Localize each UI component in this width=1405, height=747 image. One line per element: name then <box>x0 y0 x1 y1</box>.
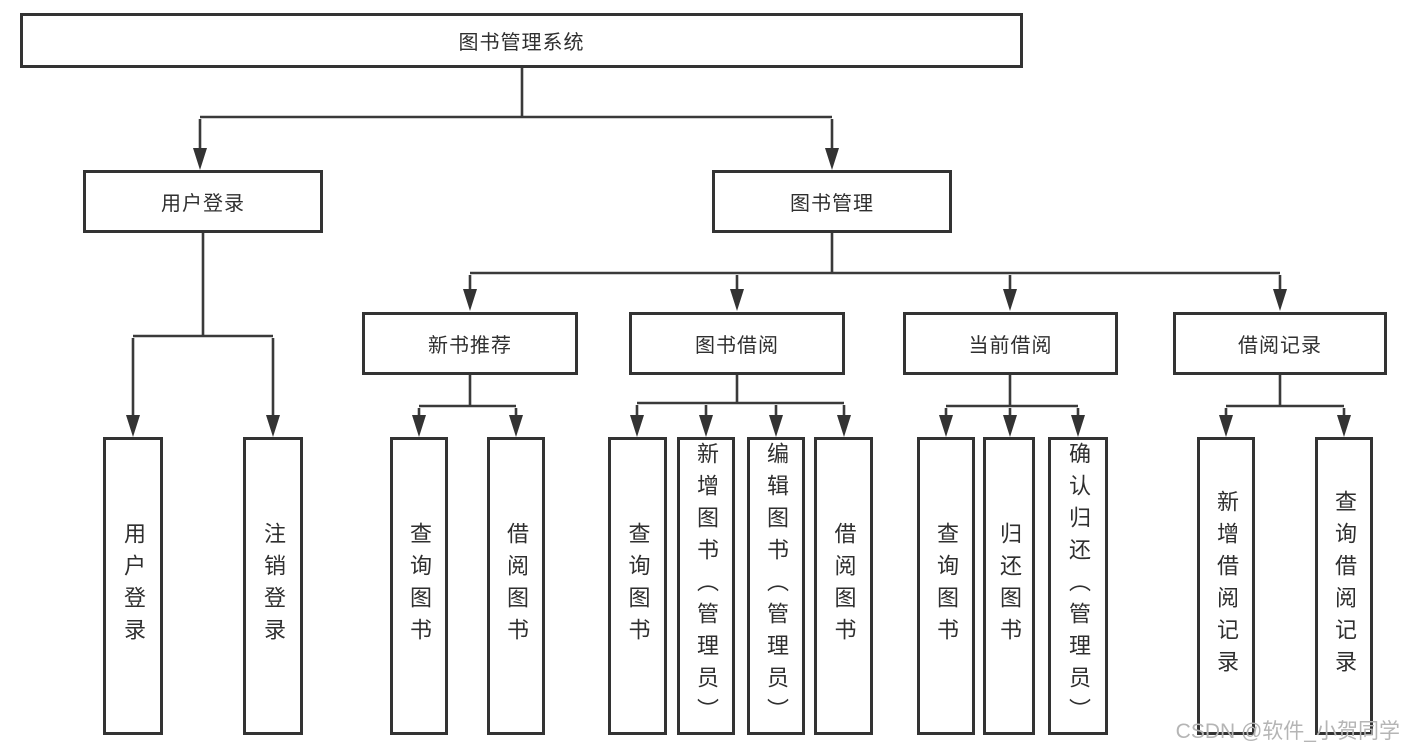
node-root-label: 图书管理系统 <box>458 32 585 54</box>
leaf-borrowing-borrow-books: 借阅图书 <box>814 437 873 735</box>
node-new-book-recommend: 新书推荐 <box>362 312 578 375</box>
leaf-confirm-return-admin: 确认归还（管理员） <box>1048 437 1108 735</box>
leaf-recommend-borrow-books: 借阅图书 <box>487 437 545 735</box>
node-book-management: 图书管理 <box>712 170 952 233</box>
leaf-query-borrow-record-label: 查询借阅记录 <box>1332 490 1357 682</box>
leaf-recommend-borrow-books-label: 借阅图书 <box>504 522 529 650</box>
leaf-borrowing-borrow-books-label: 借阅图书 <box>831 522 857 650</box>
leaf-current-query-books: 查询图书 <box>917 437 975 735</box>
leaf-edit-books-admin: 编辑图书（管理员） <box>747 437 805 735</box>
leaf-confirm-return-admin-label: 确认归还（管理员） <box>1066 442 1091 730</box>
csdn-watermark: CSDN @软件_小贺同学 <box>1175 720 1400 743</box>
node-new-book-recommend-label: 新书推荐 <box>428 335 512 357</box>
node-book-management-label: 图书管理 <box>790 193 874 215</box>
node-current-borrowing-label: 当前借阅 <box>968 335 1053 357</box>
leaf-borrowing-query-books: 查询图书 <box>608 437 667 735</box>
leaf-logout-label: 注销登录 <box>261 522 286 650</box>
leaf-add-books-admin-label: 新增图书（管理员） <box>694 442 719 730</box>
node-root: 图书管理系统 <box>20 13 1023 68</box>
leaf-return-books: 归还图书 <box>983 437 1035 735</box>
node-book-borrowing-label: 图书借阅 <box>695 335 779 357</box>
node-book-borrowing: 图书借阅 <box>629 312 845 375</box>
leaf-query-borrow-record: 查询借阅记录 <box>1315 437 1373 735</box>
leaf-user-login: 用户登录 <box>103 437 163 735</box>
leaf-borrowing-query-books-label: 查询图书 <box>625 522 651 650</box>
leaf-add-borrow-record: 新增借阅记录 <box>1197 437 1255 735</box>
node-user-login: 用户登录 <box>83 170 323 233</box>
leaf-recommend-query-books-label: 查询图书 <box>407 522 432 650</box>
node-borrowing-records-label: 借阅记录 <box>1238 335 1322 357</box>
leaf-edit-books-admin-label: 编辑图书（管理员） <box>764 442 789 730</box>
node-user-login-label: 用户登录 <box>161 193 245 215</box>
leaf-logout: 注销登录 <box>243 437 303 735</box>
node-current-borrowing: 当前借阅 <box>903 312 1118 375</box>
arrowheads <box>126 148 1351 437</box>
leaf-add-borrow-record-label: 新增借阅记录 <box>1214 490 1239 682</box>
leaf-return-books-label: 归还图书 <box>997 522 1022 650</box>
leaf-recommend-query-books: 查询图书 <box>390 437 448 735</box>
leaf-add-books-admin: 新增图书（管理员） <box>677 437 735 735</box>
node-borrowing-records: 借阅记录 <box>1173 312 1387 375</box>
tree-edge-lines <box>131 68 1346 419</box>
leaf-current-query-books-label: 查询图书 <box>934 522 959 650</box>
leaf-user-login-label: 用户登录 <box>121 522 146 650</box>
